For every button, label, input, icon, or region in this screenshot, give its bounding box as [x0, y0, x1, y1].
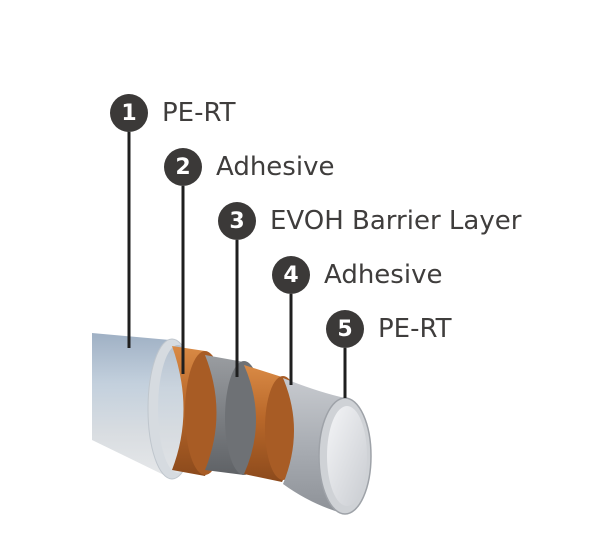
- layer-label-2: 2 Adhesive: [164, 147, 334, 187]
- leader-lines: [127, 132, 347, 398]
- layer-name: Adhesive: [324, 260, 443, 290]
- layer-number-badge: 3: [218, 202, 256, 240]
- layer-label-5: 5 PE-RT: [326, 309, 452, 349]
- pipe-bore: [327, 406, 367, 506]
- layer-number-badge: 2: [164, 148, 202, 186]
- layer-name: EVOH Barrier Layer: [270, 206, 522, 236]
- layer-number-badge: 1: [110, 94, 148, 132]
- layer-label-3: 3 EVOH Barrier Layer: [218, 201, 521, 241]
- layer-number-badge: 5: [326, 310, 364, 348]
- layer-name: Adhesive: [216, 152, 335, 182]
- layer-label-1: 1 PE-RT: [110, 93, 236, 133]
- layer-label-4: 4 Adhesive: [272, 255, 442, 295]
- layer-name: PE-RT: [378, 314, 452, 344]
- layer-name: PE-RT: [162, 98, 236, 128]
- layer-number-badge: 4: [272, 256, 310, 294]
